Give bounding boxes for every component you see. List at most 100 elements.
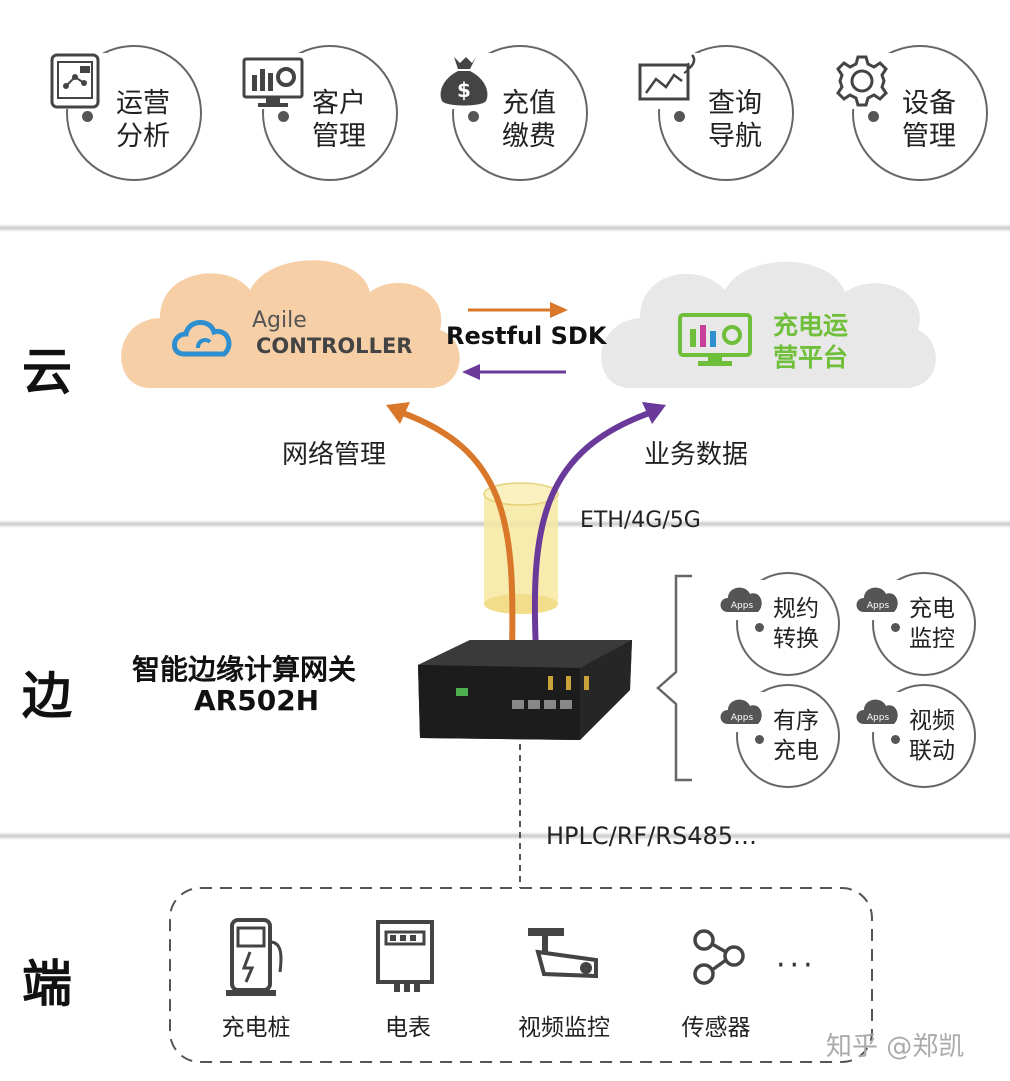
svg-text:Apps: Apps	[867, 713, 890, 723]
app-customer-management[interactable]: 客户 管理	[242, 45, 402, 185]
edge-app-label-line1: 有序	[773, 708, 819, 734]
device-label: 视频监控	[518, 1015, 610, 1041]
apps-cloud-icon: Apps	[856, 692, 902, 732]
sdk-arrow-left	[462, 364, 566, 380]
platform-title-line2: 营平台	[773, 343, 849, 372]
app-ring	[852, 45, 988, 181]
app-dot	[674, 111, 685, 122]
sdk-arrow-right	[468, 302, 568, 318]
layer-label-edge: 边	[22, 667, 72, 725]
apps-bracket	[656, 574, 692, 782]
platform-title-line1: 充电运	[773, 311, 849, 340]
divider-edge-end	[0, 832, 1010, 840]
edge-app-dot	[891, 623, 900, 632]
app-label-line1: 查询	[708, 88, 762, 119]
gateway-title: 智能边缘计算网关	[132, 653, 357, 686]
app-query-navigation[interactable]: 查询 导航	[638, 45, 798, 185]
electric-meter-icon	[376, 920, 434, 992]
svg-text:Apps: Apps	[867, 601, 890, 611]
edge-app-protocol-conversion[interactable]: Apps 规约 转换	[720, 572, 844, 680]
ar502h-gateway-device	[418, 640, 632, 740]
app-ring	[262, 45, 398, 181]
app-label: 客户 管理	[312, 87, 366, 153]
app-label-line1: 客户	[312, 88, 366, 119]
edge-app-ring	[872, 572, 976, 676]
eth-link-label: ETH/4G/5G	[580, 508, 701, 533]
app-operation-analysis[interactable]: 运营 分析	[46, 45, 206, 185]
app-label: 充值 缴费	[502, 87, 556, 153]
app-label-line1: 运营	[116, 88, 170, 119]
terminal-frame	[169, 887, 873, 1063]
edge-app-ordered-charging[interactable]: Apps 有序 充电	[720, 684, 844, 792]
edge-app-label-line2: 转换	[773, 626, 819, 652]
edge-app-label-line2: 充电	[773, 738, 819, 764]
app-recharge-payment[interactable]: $ 充值 缴费	[432, 45, 592, 185]
monitor-chart-gear-icon	[242, 53, 306, 109]
charging-pile-icon	[226, 918, 283, 996]
edge-app-dot	[755, 623, 764, 632]
edge-app-label: 充电 监控	[909, 594, 955, 654]
edge-app-charging-monitor[interactable]: Apps 充电 监控	[856, 572, 980, 680]
app-label-line2: 分析	[116, 121, 170, 152]
watermark: 知乎 @郑凯	[826, 1032, 965, 1062]
app-label-line1: 设备	[902, 88, 956, 119]
app-ring	[66, 45, 202, 181]
edge-app-ring	[736, 572, 840, 676]
map-navigation-icon	[638, 53, 702, 109]
layer-label-end: 端	[22, 955, 72, 1013]
app-label-line2: 管理	[902, 121, 956, 152]
app-label-line2: 导航	[708, 121, 762, 152]
app-dot	[82, 111, 93, 122]
app-device-management[interactable]: 设备 管理	[832, 45, 992, 185]
svg-text:Apps: Apps	[731, 601, 754, 611]
edge-app-label-line2: 联动	[909, 738, 955, 764]
controller-brand-text: CONTROLLER	[256, 334, 413, 358]
device-label: 传感器	[681, 1015, 751, 1041]
device-label: 充电桩	[221, 1015, 291, 1041]
edge-app-label-line2: 监控	[909, 626, 955, 652]
edge-app-label-line1: 充电	[909, 596, 955, 622]
apps-cloud-icon: Apps	[856, 580, 902, 620]
device-charging-pile: 充电桩	[196, 912, 316, 1042]
surveillance-camera-icon	[528, 928, 598, 979]
edge-app-label: 规约 转换	[773, 594, 819, 654]
gear-icon	[832, 53, 896, 109]
edge-app-label-line1: 规约	[773, 596, 819, 622]
app-dot	[468, 111, 479, 122]
business-data-arrow	[531, 402, 666, 651]
app-ring	[452, 45, 588, 181]
bus-protocol-label: HPLC/RF/RS485…	[546, 822, 758, 850]
apps-cloud-icon: Apps	[720, 580, 766, 620]
apps-cloud-icon: Apps	[720, 692, 766, 732]
app-label-line1: 充值	[502, 88, 556, 119]
restful-sdk-label: Restful SDK	[446, 322, 607, 350]
gateway-model: AR502H	[194, 684, 320, 717]
edge-app-dot	[755, 735, 764, 744]
agile-cloud-logo-icon	[172, 320, 232, 357]
app-dot	[868, 111, 879, 122]
sensor-network-icon	[693, 929, 745, 985]
edge-app-dot	[891, 735, 900, 744]
platform-monitor-icon	[678, 313, 752, 366]
edge-app-video-linkage[interactable]: Apps 视频 联动	[856, 684, 980, 792]
app-label: 设备 管理	[902, 87, 956, 153]
network-management-arrow	[386, 402, 516, 651]
edge-app-label: 视频 联动	[909, 706, 955, 766]
app-label-line2: 缴费	[502, 121, 556, 152]
charging-platform-cloud	[601, 261, 936, 388]
device-sensor: 传感器	[656, 912, 776, 1042]
business-data-label: 业务数据	[644, 440, 749, 470]
app-ring	[658, 45, 794, 181]
money-bag-icon: $	[432, 53, 496, 109]
edge-app-ring	[736, 684, 840, 788]
more-devices-ellipsis: ···	[776, 948, 817, 983]
app-label: 运营 分析	[116, 87, 170, 153]
device-video-surveillance: 视频监控	[504, 912, 624, 1042]
svg-text:$: $	[457, 78, 471, 102]
edge-app-label: 有序 充电	[773, 706, 819, 766]
edge-app-label-line1: 视频	[909, 708, 955, 734]
svg-text:Apps: Apps	[731, 713, 754, 723]
device-electric-meter: 电表	[348, 912, 468, 1042]
divider-top	[0, 224, 1010, 232]
